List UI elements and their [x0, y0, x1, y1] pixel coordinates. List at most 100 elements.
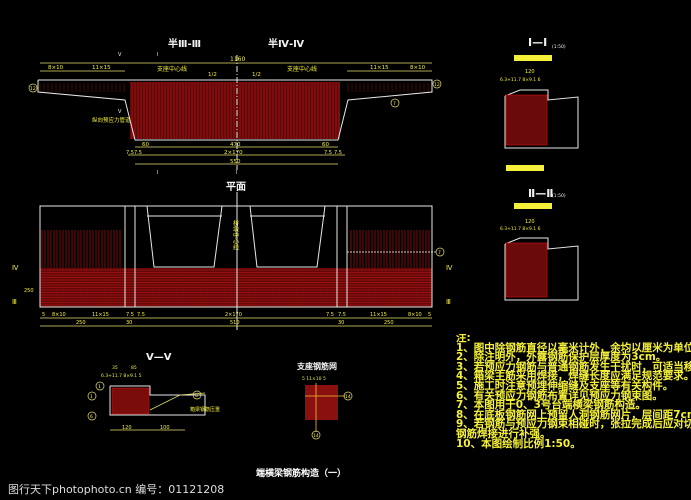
label-block — [514, 203, 552, 209]
callout — [192, 390, 202, 400]
box-cell-left — [146, 205, 223, 268]
plan-dim: 7.5 — [137, 312, 145, 318]
dim-60-left: 60 — [142, 142, 149, 148]
total-width: 1160 — [230, 56, 245, 63]
bearing-mesh-title: 支座钢筋网 — [296, 361, 337, 371]
note-item: 9、若钢筋与预应力钢束相碰时，张拉完成后应对切断 — [456, 418, 691, 431]
section-1-rebar — [505, 94, 548, 146]
cut-mark: Ⅴ — [118, 109, 122, 115]
plan-dim: 7.5 — [338, 312, 346, 318]
callout-text: 6 — [195, 393, 198, 399]
section-1-width: 120 — [525, 69, 535, 75]
section-1-scale: (1:50) — [552, 44, 566, 50]
callout-7 — [390, 98, 400, 108]
plan-title: 平面 — [226, 181, 246, 193]
cut-mark: Ⅴ — [118, 52, 122, 58]
plan-dim: 510 — [230, 320, 240, 326]
callout-text: 1 — [90, 394, 93, 400]
elevation-title-left: 半Ⅲ-Ⅲ — [168, 37, 201, 50]
notes-heading: 注: — [456, 334, 471, 344]
dim: 120 — [122, 425, 132, 431]
plan-dim: 5 — [428, 312, 431, 318]
dim-470: 470 — [230, 142, 241, 148]
note-item: 7、本图用于0、3号台端横梁钢筋构造。 — [456, 399, 646, 412]
note-item: 1、图中除钢筋直径以毫米计外，余均以厘米为单位。 — [456, 341, 691, 354]
note-item: 3、若预应力钢筋与普通钢筋发生干扰时，可适当移动普通钢筋位置。 — [456, 360, 691, 373]
plan-dim: 250 — [76, 320, 86, 326]
section-2-outline — [504, 237, 579, 301]
section-2-width: 120 — [525, 219, 535, 225]
cut-mark-iii-right: Ⅲ — [446, 298, 451, 306]
section-5: Ⅴ—Ⅴ 35 85 6.3+11.7 8×9.1 5 箱梁钢筋压重 1 1 6 … — [87, 352, 220, 431]
height-dim: 250 — [24, 288, 34, 294]
callout-text: 7 — [438, 250, 441, 256]
note-item: 5、施工时注意预埋伸缩缝及支座等有关构件。 — [456, 379, 674, 392]
bearing-mesh-grid — [305, 385, 338, 420]
cut-mark: Ⅰ — [236, 170, 237, 176]
dim-7-5: 7.5 — [134, 150, 142, 156]
dim: 100 — [160, 425, 170, 431]
notes: 注: 1、图中除钢筋直径以毫米计外，余均以厘米为单位。2、除注明外，外露钢筋保护… — [456, 334, 691, 449]
section-1-title: Ⅰ—Ⅰ — [528, 36, 547, 49]
callout-7-plan — [435, 247, 445, 257]
label-block — [514, 55, 552, 61]
plan-dim: 11×15 — [370, 312, 387, 318]
half-label-right: 1/2 — [252, 72, 261, 78]
bearing-mesh: 支座钢筋网 5 11×10 5 14 14 — [296, 361, 353, 440]
drawing-title: 端横梁钢筋构造（一） — [256, 469, 347, 479]
bearing-mesh-dims: 5 11×10 5 — [302, 376, 326, 382]
dim-550: 550 — [230, 159, 241, 165]
note-item: 8、在底板钢筋网上预留人洞钢筋网片，层间距7cm。 — [456, 408, 691, 421]
note-item: 6、有关预应力钢筋布置详见预应力钢束图。 — [456, 389, 663, 402]
callout — [311, 430, 321, 440]
plan-dim: 2×170 — [225, 312, 242, 318]
plan-view: 平面 桥墩中心线 7 Ⅳ Ⅲ Ⅳ Ⅲ 250 5 8×10 11×15 7.5 7.5 2… — [12, 181, 453, 330]
prestress-duct-label: 纵向预应力管道 — [92, 116, 131, 124]
dim-7-5: 7.5 — [334, 150, 342, 156]
dim-right-2: 8×10 — [410, 65, 426, 71]
section-1-outline — [504, 89, 579, 149]
callout — [87, 411, 97, 421]
callout — [95, 381, 105, 391]
dim: 85 — [131, 365, 137, 371]
dim-left-1: 8×10 — [48, 65, 64, 71]
dim: 6.3+11.7 8×9.1 5 — [101, 373, 142, 379]
callout-text: 12 — [434, 82, 440, 88]
section-2: Ⅱ—Ⅱ (1:50) 120 6.3+11.7 8×9.1 6 — [500, 187, 579, 301]
callout-12-left — [28, 83, 38, 93]
cut-mark-iv-right: Ⅳ — [446, 264, 453, 272]
plan-outline — [39, 205, 433, 308]
section-2-title: Ⅱ—Ⅱ — [528, 187, 554, 200]
dim: 35 — [112, 365, 118, 371]
cut-mark: Ⅰ — [157, 52, 158, 58]
callout-text: 6 — [90, 414, 93, 420]
section-5-title: Ⅴ—Ⅴ — [146, 352, 172, 363]
callout — [343, 391, 353, 401]
cut-mark-iv-left: Ⅳ — [12, 264, 19, 272]
section-5-bar — [149, 392, 206, 411]
bearing-centerline-left: 支座中心线 — [157, 65, 187, 73]
dim-right-1: 11×15 — [370, 65, 389, 71]
callout-text: 1 — [98, 384, 101, 390]
pier-centerline-label: 桥墩中心线 — [232, 219, 239, 250]
section-2-scale: (1:50) — [552, 193, 566, 199]
cut-mark: Ⅰ — [157, 170, 158, 176]
section-5-outline — [109, 385, 206, 416]
callout-text: 14 — [345, 394, 351, 400]
note-item: 钢筋焊接进行补强。 — [456, 427, 551, 440]
callout-text: 14 — [313, 433, 319, 439]
plan-dim: 8×10 — [52, 312, 66, 318]
section-2-dims: 6.3+11.7 8×9.1 6 — [500, 226, 541, 232]
section-5-rebar — [111, 387, 150, 415]
dim-2x170: 2×170 — [224, 150, 243, 156]
cut-mark-iii-left: Ⅲ — [12, 298, 17, 306]
label-block — [506, 165, 544, 171]
section-1: Ⅰ—Ⅰ (1:50) 120 6.3+11.7 8×9.1 6 — [500, 36, 579, 171]
callout-12-right — [432, 79, 442, 89]
section-2-rebar — [505, 242, 548, 298]
note-item: 2、除注明外，外露钢筋保护层厚度为3cm。 — [456, 351, 667, 364]
elevation-view: 半Ⅲ-Ⅲ 半Ⅳ-Ⅳ 1160 8×10 11×15 11×15 8×10 支座中… — [28, 37, 442, 176]
